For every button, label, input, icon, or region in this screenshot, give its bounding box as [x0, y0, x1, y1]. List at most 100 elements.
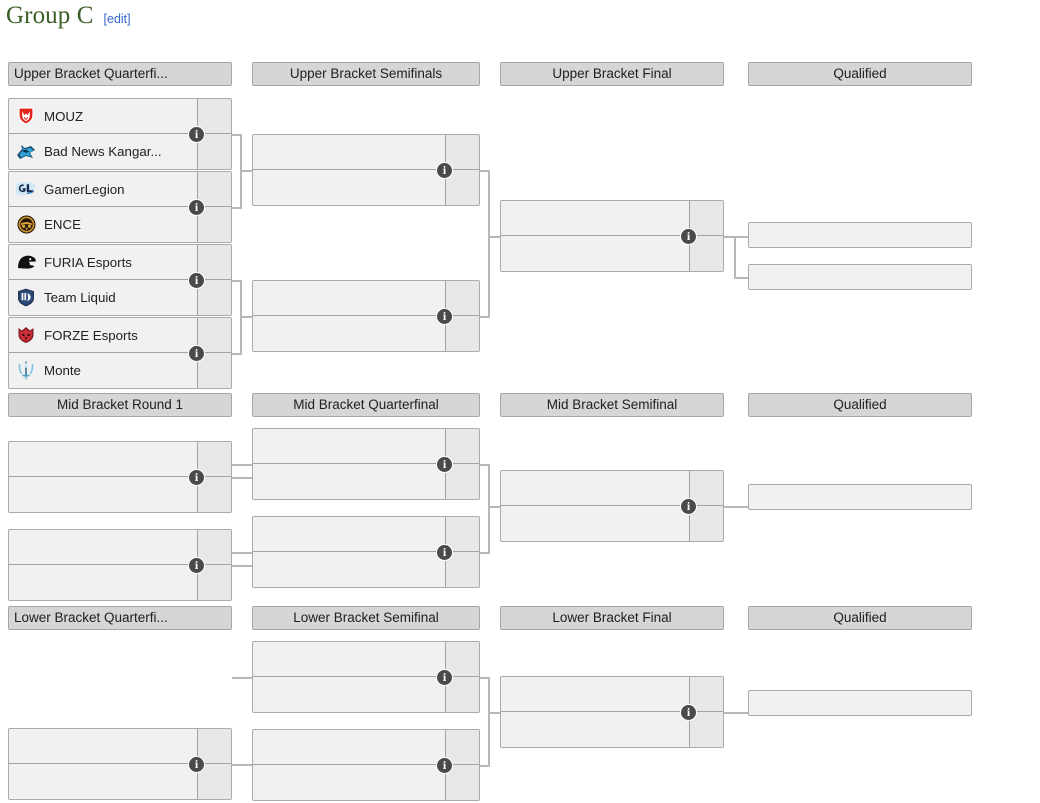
match-box[interactable] — [252, 516, 480, 588]
match-row-top[interactable]: FURIA Esports — [9, 245, 231, 280]
opponent-name: ENCE — [44, 217, 81, 232]
match-row-top[interactable]: FORZE Esports — [9, 318, 231, 353]
info-icon[interactable]: i — [436, 307, 453, 325]
connector-line — [240, 316, 252, 318]
connector-line — [488, 236, 500, 238]
info-icon[interactable]: i — [436, 455, 453, 473]
info-icon[interactable]: i — [188, 468, 205, 486]
forze-logo — [15, 325, 37, 345]
edit-link[interactable]: [edit] — [103, 12, 131, 26]
round-header-mid-1: Mid Bracket Quarterfinal — [252, 393, 480, 417]
connector-line — [232, 134, 242, 136]
info-icon[interactable]: i — [436, 756, 453, 774]
score-cell — [197, 318, 231, 352]
qualified-box[interactable] — [748, 264, 972, 290]
connector-line — [232, 565, 256, 567]
info-icon[interactable]: i — [188, 125, 205, 143]
info-icon[interactable]: i — [436, 161, 453, 179]
opponent-cell — [253, 135, 445, 169]
round-header-upper-1: Upper Bracket Semifinals — [252, 62, 480, 86]
monte-logo — [15, 361, 37, 381]
connector-line — [480, 765, 490, 767]
score-cell — [445, 281, 479, 315]
connector-line — [232, 677, 252, 679]
connector-line — [232, 464, 252, 466]
page-title: Group C — [6, 2, 94, 29]
match-row-top[interactable] — [501, 201, 723, 236]
connector-line — [488, 506, 500, 508]
qualified-team-name — [749, 485, 971, 490]
opponent-cell — [501, 471, 689, 505]
opponent-cell — [253, 464, 445, 499]
match-row-top[interactable] — [9, 530, 231, 565]
match-row-top[interactable] — [501, 471, 723, 506]
info-icon[interactable]: i — [680, 497, 697, 515]
match-box[interactable] — [8, 728, 232, 800]
qualified-team-name — [749, 223, 971, 228]
match-row-bottom[interactable]: ENCE — [9, 207, 231, 242]
score-cell — [445, 517, 479, 551]
match-row-top[interactable] — [253, 730, 479, 765]
connector-line — [232, 280, 242, 282]
qualified-box[interactable] — [748, 484, 972, 510]
connector-line — [232, 207, 242, 209]
match-row-top[interactable] — [253, 135, 479, 170]
match-row-top[interactable]: GamerLegion — [9, 172, 231, 207]
connector-line — [232, 477, 256, 479]
connector-line — [488, 170, 490, 318]
info-icon[interactable]: i — [680, 703, 697, 721]
match-row-top[interactable] — [9, 729, 231, 764]
ence-logo — [15, 215, 37, 235]
score-cell — [689, 471, 723, 505]
opponent-cell — [253, 642, 445, 676]
gamerlegion-logo — [15, 179, 37, 199]
score-cell — [197, 172, 231, 206]
opponent-cell: GamerLegion — [9, 172, 197, 206]
match-row-bottom[interactable]: Monte — [9, 353, 231, 388]
match-row-top[interactable] — [9, 442, 231, 477]
round-header-lower-2: Lower Bracket Final — [500, 606, 724, 630]
info-icon[interactable]: i — [188, 344, 205, 362]
round-header-mid-3: Qualified — [748, 393, 972, 417]
opponent-cell — [501, 712, 689, 747]
score-cell — [197, 245, 231, 279]
match-row-top[interactable] — [253, 517, 479, 552]
opponent-cell: Bad News Kangar... — [9, 134, 197, 169]
info-icon[interactable]: i — [188, 556, 205, 574]
opponent-name: Bad News Kangar... — [44, 144, 162, 159]
connector-line — [232, 353, 242, 355]
opponent-cell — [253, 316, 445, 351]
opponent-cell — [9, 530, 197, 564]
info-icon[interactable]: i — [436, 543, 453, 561]
match-row-top[interactable] — [253, 642, 479, 677]
round-header-upper-2: Upper Bracket Final — [500, 62, 724, 86]
opponent-cell — [501, 201, 689, 235]
opponent-name: FORZE Esports — [44, 327, 138, 343]
opponent-cell — [253, 765, 445, 800]
info-icon[interactable]: i — [436, 668, 453, 686]
connector-line — [724, 712, 748, 714]
info-icon[interactable]: i — [188, 271, 205, 289]
connector-line — [488, 712, 500, 714]
opponent-cell: Team Liquid — [9, 280, 197, 315]
qualified-box[interactable] — [748, 222, 972, 248]
match-row-top[interactable] — [253, 281, 479, 316]
connector-line — [734, 277, 748, 279]
match-row-top[interactable]: MOUZ — [9, 99, 231, 134]
match-row-top[interactable] — [501, 677, 723, 712]
opponent-cell — [9, 442, 197, 476]
round-header-upper-0: Upper Bracket Quarterfi... — [8, 62, 232, 86]
connector-line — [480, 552, 490, 554]
match-row-top[interactable] — [253, 429, 479, 464]
connector-line — [724, 236, 736, 238]
connector-line — [488, 464, 490, 554]
qualified-box[interactable] — [748, 690, 972, 716]
info-icon[interactable]: i — [188, 198, 205, 216]
info-icon[interactable]: i — [188, 755, 205, 773]
score-cell — [445, 730, 479, 764]
match-box[interactable] — [252, 280, 480, 352]
info-icon[interactable]: i — [680, 227, 697, 245]
connector-line — [488, 677, 490, 767]
connector-line — [734, 236, 736, 278]
